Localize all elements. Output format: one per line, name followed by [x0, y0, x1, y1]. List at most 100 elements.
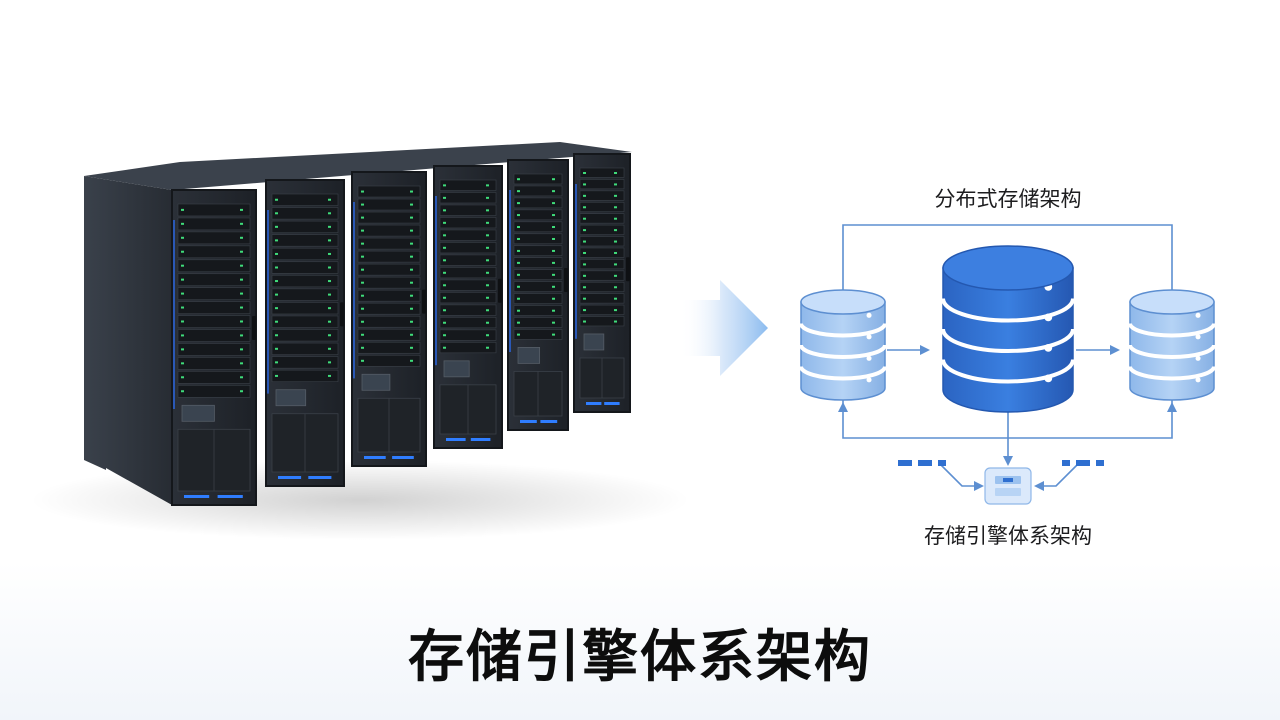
server-unit	[177, 329, 251, 342]
server-unit	[579, 293, 625, 304]
rack-display	[517, 346, 541, 364]
led-indicator	[181, 292, 184, 295]
server-unit	[357, 237, 421, 250]
led-indicator	[275, 239, 278, 242]
database-icon	[941, 245, 1075, 413]
led-indicator	[361, 203, 364, 206]
led-indicator	[486, 246, 489, 249]
led-indicator	[583, 171, 586, 174]
led-indicator	[181, 320, 184, 323]
server-unit	[439, 292, 497, 304]
server-unit	[513, 293, 563, 304]
server-unit	[513, 257, 563, 268]
server-unit	[177, 385, 251, 398]
server-unit	[439, 254, 497, 266]
led-indicator	[552, 190, 555, 193]
server-unit	[579, 259, 625, 270]
server-unit	[513, 233, 563, 245]
led-indicator	[275, 374, 278, 377]
led-indicator	[614, 217, 617, 220]
led-indicator	[240, 208, 243, 211]
led-indicator	[517, 178, 520, 181]
led-indicator	[583, 263, 586, 266]
led-indicator	[552, 261, 555, 264]
led-indicator	[517, 226, 520, 229]
led-indicator	[614, 240, 617, 243]
rack-side-panel	[84, 176, 172, 505]
led-indicator	[614, 263, 617, 266]
server-unit	[439, 342, 497, 354]
led-indicator	[583, 320, 586, 323]
led-indicator	[552, 321, 555, 324]
database-indicator	[866, 377, 872, 383]
led-indicator	[240, 292, 243, 295]
database-indicator	[1195, 355, 1201, 361]
led-indicator	[614, 229, 617, 232]
led-indicator	[443, 196, 446, 199]
server-unit	[177, 315, 251, 328]
server-unit	[177, 259, 251, 273]
server-unit	[579, 270, 625, 281]
server-unit	[177, 357, 251, 370]
database-body	[1129, 301, 1215, 401]
led-indicator	[361, 255, 364, 258]
led-indicator	[443, 296, 446, 299]
server-unit	[357, 302, 421, 315]
led-indicator	[275, 225, 278, 228]
database-top	[1129, 289, 1215, 315]
server-unit	[357, 276, 421, 289]
led-indicator	[410, 255, 413, 258]
led-indicator	[361, 190, 364, 193]
led-indicator	[361, 281, 364, 284]
led-indicator	[328, 252, 331, 255]
server-unit	[271, 220, 339, 233]
server-unit	[439, 304, 497, 316]
led-indicator	[181, 390, 184, 393]
led-indicator	[410, 268, 413, 271]
led-indicator	[275, 293, 278, 296]
server-unit	[579, 304, 625, 315]
server-unit	[271, 288, 339, 301]
server-unit	[271, 342, 339, 355]
led-indicator	[328, 239, 331, 242]
led-indicator	[181, 264, 184, 267]
led-indicator	[552, 214, 555, 217]
rack-display	[181, 404, 215, 422]
server-rack-icon	[351, 171, 427, 467]
server-unit	[271, 234, 339, 247]
led-indicator	[583, 251, 586, 254]
led-indicator	[275, 280, 278, 283]
led-indicator	[443, 234, 446, 237]
led-indicator	[181, 376, 184, 379]
led-indicator	[361, 333, 364, 336]
led-indicator	[614, 183, 617, 186]
server-unit	[271, 193, 339, 206]
database-indicator	[1044, 344, 1053, 352]
server-unit	[271, 329, 339, 342]
led-indicator	[240, 222, 243, 225]
server-rack-icon	[171, 189, 257, 506]
led-indicator	[361, 307, 364, 310]
led-indicator	[410, 281, 413, 284]
led-indicator	[552, 226, 555, 229]
led-indicator	[240, 390, 243, 393]
led-indicator	[240, 376, 243, 379]
led-indicator	[583, 274, 586, 277]
database-top	[942, 245, 1074, 291]
server-unit	[513, 305, 563, 316]
rack-display	[583, 333, 605, 351]
database-divider	[941, 298, 1075, 323]
server-unit	[357, 289, 421, 302]
database-body	[800, 301, 886, 401]
led-indicator	[552, 237, 555, 240]
led-indicator	[517, 202, 520, 205]
led-indicator	[328, 293, 331, 296]
led-indicator	[410, 307, 413, 310]
base-light	[520, 420, 537, 423]
server-unit	[513, 221, 563, 233]
server-unit	[357, 211, 421, 224]
server-unit	[271, 302, 339, 315]
led-indicator	[240, 334, 243, 337]
led-indicator	[443, 221, 446, 224]
